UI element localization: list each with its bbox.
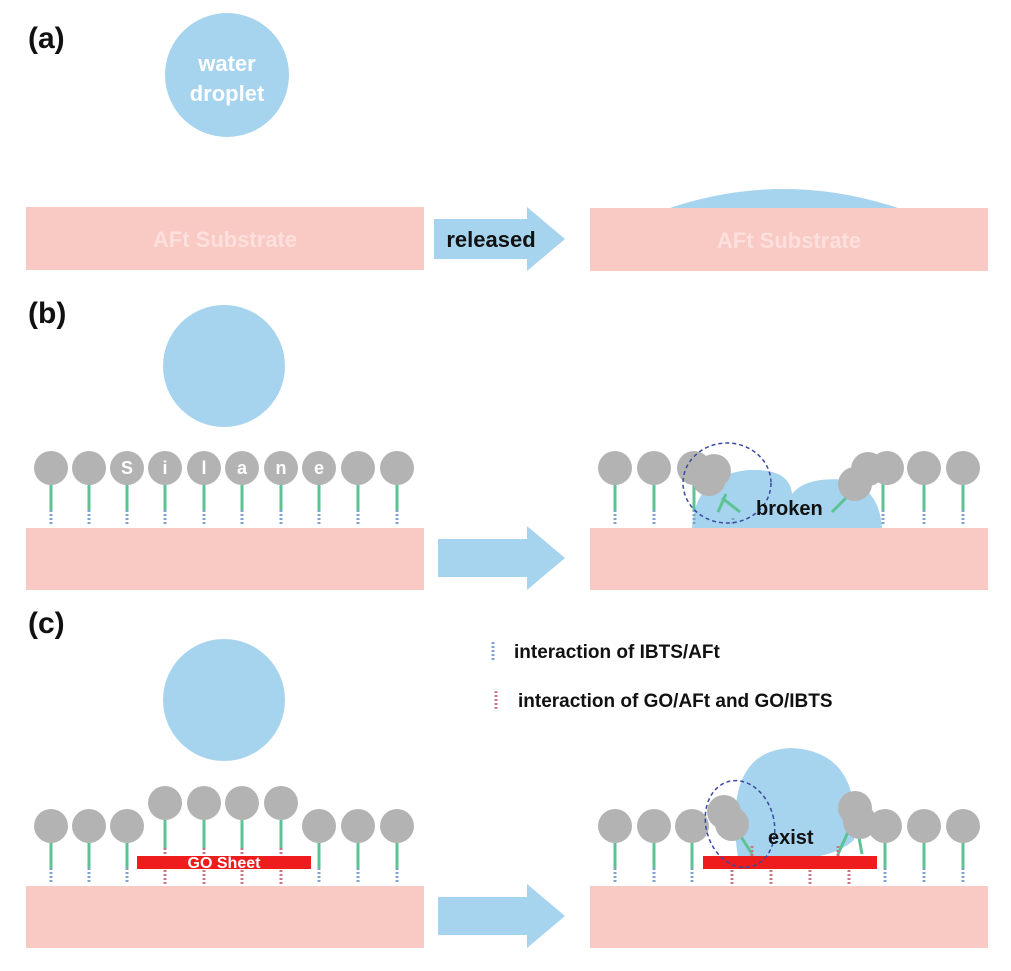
panel-a: (a) water droplet AFt Substrate released…: [26, 13, 988, 271]
panel-c-label: (c): [28, 607, 65, 640]
water-droplet-label-line2: droplet: [190, 81, 265, 106]
tilted-silane-left: [707, 795, 754, 855]
panel-c: (c) interaction of IBTS/AFt interaction …: [26, 607, 988, 948]
aft-substrate-c-left: [26, 886, 424, 948]
legend-item-ibts-aft: interaction of IBTS/AFt: [491, 642, 721, 663]
silane-molecule-on-go: [148, 786, 182, 856]
silane-molecule: [341, 451, 375, 526]
go-sheet-left: [137, 856, 311, 869]
aft-substrate-b-left: [26, 528, 424, 590]
silane-molecule: [341, 809, 375, 884]
silane-molecule: [302, 809, 336, 884]
silane-molecule: [598, 451, 632, 526]
aft-substrate-c-right: [590, 886, 988, 948]
silane-molecule: [302, 451, 336, 526]
silane-molecule: [946, 451, 980, 526]
go-sheet-right: [703, 856, 877, 869]
arrow-b: [438, 526, 565, 590]
silane-molecule: [225, 451, 259, 526]
silane-molecule: [946, 809, 980, 884]
legend-label-go: interaction of GO/AFt and GO/IBTS: [518, 691, 833, 712]
broken-label: broken: [756, 498, 823, 520]
silane-letter-l: l: [201, 458, 206, 478]
silane-molecule: [34, 451, 68, 526]
go-sheet-label: GO Sheet: [188, 855, 262, 872]
legend-item-go: interaction of GO/AFt and GO/IBTS: [494, 691, 833, 712]
silane-molecule: [34, 809, 68, 884]
aft-substrate-right-label: AFt Substrate: [717, 228, 861, 253]
silane-letter-e: e: [314, 458, 324, 478]
silane-molecule: [598, 809, 632, 884]
aft-substrate-b-right: [590, 528, 988, 590]
silane-molecule: [868, 809, 902, 884]
silane-molecule: [380, 451, 414, 526]
silane-molecule-on-go: [264, 786, 298, 856]
silane-molecule: [110, 451, 144, 526]
aft-substrate-left: [26, 207, 424, 270]
aft-substrate-left-label: AFt Substrate: [153, 227, 297, 252]
silane-letter-i: i: [162, 458, 167, 478]
broken-silane-left: [692, 454, 741, 514]
panel-a-label: (a): [28, 22, 65, 55]
silane-molecule: [72, 809, 106, 884]
silane-molecule: [907, 809, 941, 884]
released-arrow-label: released: [446, 227, 535, 252]
silane-molecule: [72, 451, 106, 526]
tilted-silane-right: [836, 791, 877, 855]
silane-molecule: [907, 451, 941, 526]
silane-molecule: [637, 451, 671, 526]
silane-molecule-on-go: [187, 786, 221, 856]
arrow-c: [438, 884, 565, 948]
panel-b: (b) S i l a n e: [26, 297, 988, 590]
go-interaction-right: [730, 846, 851, 884]
exist-highlight-circle: [704, 779, 776, 869]
go-silane-layer-left: GO Sheet: [34, 786, 414, 884]
panel-b-label: (b): [28, 297, 66, 330]
water-droplet-b: [163, 305, 285, 427]
silane-molecule: [148, 451, 182, 526]
silane-molecule: [637, 809, 671, 884]
water-droplet: [165, 13, 289, 137]
silane-molecule: [187, 451, 221, 526]
silane-molecule-on-go: [225, 786, 259, 856]
silane-letter-s: S: [121, 458, 133, 478]
silane-layer-right-b: broken: [598, 442, 980, 529]
released-arrow: [434, 207, 565, 271]
water-drop-c-right: [735, 748, 855, 858]
legend: interaction of IBTS/AFt interaction of G…: [491, 642, 833, 712]
go-substrate-interaction: [163, 870, 283, 884]
go-silane-layer-right: exist: [598, 748, 980, 884]
exist-label: exist: [768, 827, 814, 849]
silane-layer-left-b: S i l a n e: [34, 451, 414, 526]
silane-molecule: [675, 809, 709, 884]
aft-substrate-right: [590, 208, 988, 271]
silane-letter-a: a: [237, 458, 248, 478]
legend-label-ibts-aft: interaction of IBTS/AFt: [514, 642, 721, 663]
water-drop-spread-b: [692, 469, 882, 529]
silane-molecule: [110, 809, 144, 884]
silane-molecule: [380, 809, 414, 884]
silane-letter-n: n: [276, 458, 287, 478]
spread-water-film: [664, 189, 904, 210]
broken-highlight-circle: [682, 442, 772, 524]
water-droplet-c: [163, 639, 285, 761]
water-droplet-label-line1: water: [197, 51, 256, 76]
silane-molecule: [870, 451, 904, 526]
silane-molecule: [264, 451, 298, 526]
